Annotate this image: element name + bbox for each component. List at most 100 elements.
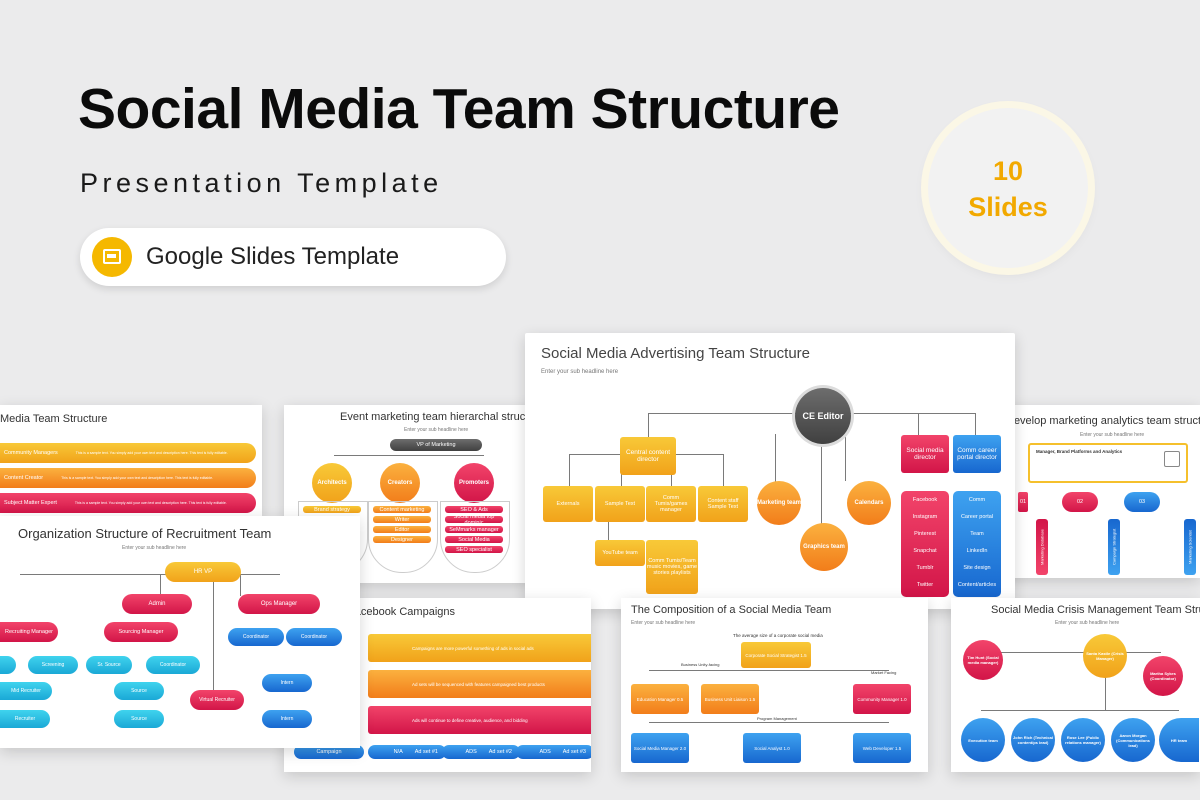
slide-subhead: Enter your sub headline here <box>404 427 469 433</box>
slide-thumb-crisis[interactable]: Social Media Crisis Management Team Stru… <box>951 598 1200 772</box>
career-item: Site design <box>963 565 991 571</box>
group-promoters: Promoters <box>454 463 494 503</box>
col-item: SEO & Ads <box>445 506 503 513</box>
slide-title: Facebook Campaigns <box>348 606 456 618</box>
col-item: Social media top dominic <box>445 514 503 526</box>
community-manager: Community Manager 1.0 <box>853 684 911 714</box>
footer-label: Ad set #3 <box>562 749 586 755</box>
slide-count-badge: 10 Slides <box>928 108 1088 268</box>
box-content-team: Comm Tumis/Team music movies, game stori… <box>646 540 698 594</box>
recruiter-node: Recruiter <box>0 710 50 728</box>
coordinator-node: Coordinator <box>286 628 342 646</box>
coordinator-node: Coordinator <box>228 628 284 646</box>
pr-manager-node: Rose Lee (Public relations manager) <box>1061 718 1105 762</box>
social-item: Pinterest <box>914 531 936 537</box>
slide-thumb-analytics[interactable]: Develop marketing analytics team structu… <box>1000 405 1200 578</box>
social-item: Snapchat <box>913 548 937 554</box>
career-item: Comm <box>968 497 986 503</box>
market-label: Market Facing <box>871 670 897 675</box>
web-developer: Web Developer 1.5 <box>853 733 911 763</box>
slide-subhead: Enter your sub headline here <box>631 620 696 626</box>
career-director-box: Comm career portal director <box>953 435 1001 473</box>
col-item: Writer <box>373 516 431 523</box>
admin-node: Admin <box>122 594 192 614</box>
row-label: Content Creator <box>4 475 44 481</box>
footer-label: Ad set #2 <box>488 749 512 755</box>
slide-thumb-media-team[interactable]: Media Team Structure Community Managers … <box>0 405 262 520</box>
fb-footer-adset2: ADS Ad set #2 <box>442 745 520 759</box>
hr-team-node: HR team <box>1159 718 1199 762</box>
technical-lead-node: John Rich (Technical content/ps lead) <box>1011 718 1055 762</box>
box-games-manager: Comm Tumis/games manager <box>646 486 696 522</box>
box-youtube: YouTube team <box>595 540 645 566</box>
intern-node: Intern <box>262 674 312 692</box>
slide-thumb-recruitment[interactable]: Organization Structure of Recruitment Te… <box>0 516 360 748</box>
source-node: Source <box>114 710 164 728</box>
fb-row-3: Ads will continue to define creative, au… <box>368 706 591 734</box>
top-strategist: Corporate Social Strategist 1.5 <box>741 642 811 668</box>
label-scientist: Marketing Scientist <box>1184 519 1196 575</box>
intern-node: Intern <box>262 710 312 728</box>
communications-lead-node: Aaron Morgan (Communications lead) <box>1111 718 1155 762</box>
slide-title: Social Media Advertising Team Structure <box>541 345 811 362</box>
slide-thumb-advertising-main[interactable]: Social Media Advertising Team Structure … <box>525 333 1015 609</box>
source-node: Source <box>114 682 164 700</box>
recruiting-manager-node: Recruiting Manager <box>0 622 58 642</box>
crisis-manager-node: Santa Kastle (Crisis Manager) <box>1083 634 1127 678</box>
slide-title: The Composition of a Social Media Team <box>631 604 832 616</box>
row-label: Subject Matter Expert <box>4 500 57 506</box>
career-item: Team <box>970 531 984 537</box>
slide-thumb-composition[interactable]: The Composition of a Social Media Team E… <box>621 598 928 772</box>
col-item: SeMmarks manager <box>445 526 503 533</box>
group-architects: Architects <box>312 463 352 503</box>
row-community: Community Managers This is a sample text… <box>0 443 256 463</box>
business-label: Business Unity-facing <box>681 662 720 667</box>
career-list: Comm Career portal Team LinkedIn Site de… <box>953 491 1001 597</box>
footer-tag: N/A <box>393 749 403 755</box>
col-item: Editor <box>373 526 431 533</box>
slide-title: Media Team Structure <box>0 413 108 425</box>
social-list: Facebook Instagram Pinterest Snapchat Tu… <box>901 491 949 597</box>
row-expert: Subject Matter Expert This is a sample t… <box>0 493 256 513</box>
col-creators: Content marketing Writer Editor Designer <box>368 501 438 573</box>
step-02: 02 <box>1062 492 1098 512</box>
footer-tag: ADS <box>465 749 477 755</box>
calendars-node: Calendars <box>847 481 891 525</box>
fb-footer-adset3: ADS Ad set #3 <box>516 745 591 759</box>
step-03: 03 <box>1124 492 1160 512</box>
graphics-team-node: Graphics team <box>800 523 848 571</box>
career-item: LinkedIn <box>966 548 988 554</box>
step-01: 01 <box>1018 492 1028 512</box>
box-title: Manager, Brand Platforms and Analytics <box>1036 449 1123 454</box>
box-content-staff: Content staff Sample Text <box>698 486 748 522</box>
box-sample: Sample Text <box>595 486 645 522</box>
composition-lead: The average size of a corporate social m… <box>733 633 823 638</box>
career-item: Content/articles <box>957 582 997 588</box>
social-item: Facebook <box>912 497 938 503</box>
fb-footer-adset1: N/A Ad set #1 <box>368 745 446 759</box>
central-director-box: Central content director <box>620 437 676 475</box>
marketing-team-node: Marketing team <box>757 481 801 525</box>
slide-subhead: Enter your sub headline here <box>1080 432 1145 438</box>
execution-team-node: Execution team <box>961 718 1005 762</box>
hr-vp-node: HR VP <box>165 562 241 582</box>
col-item: Social Media <box>445 536 503 543</box>
coordinator-node: Martha Sykes (Coordinator) <box>1143 656 1183 696</box>
col-item: SEO specialist <box>445 546 503 553</box>
left-stub-node <box>0 656 16 674</box>
row-text: This is a sample text. You simply add yo… <box>61 476 214 480</box>
coordinator-sub-node: Coordinator <box>146 656 200 674</box>
footer-label: Ad set #1 <box>414 749 438 755</box>
box-externals: Externals <box>543 486 593 522</box>
sourcing-manager-node: Sourcing Manager <box>104 622 178 642</box>
career-item: Career portal <box>960 514 994 520</box>
slide-title: Organization Structure of Recruitment Te… <box>18 526 272 541</box>
business-liaison: Business Unit Liaison 1.5 <box>701 684 759 714</box>
page-title: Social Media Team Structure <box>78 77 840 141</box>
social-item: Tumblr <box>916 565 934 571</box>
row-text: This is a sample text. You simply add yo… <box>74 501 227 505</box>
mid-recruiter-node: Mid Recruiter <box>0 682 52 700</box>
google-slides-icon <box>92 237 132 277</box>
label-strategist: Campaign Strategist <box>1108 519 1120 575</box>
label-database: Marketing Database <box>1036 519 1048 575</box>
